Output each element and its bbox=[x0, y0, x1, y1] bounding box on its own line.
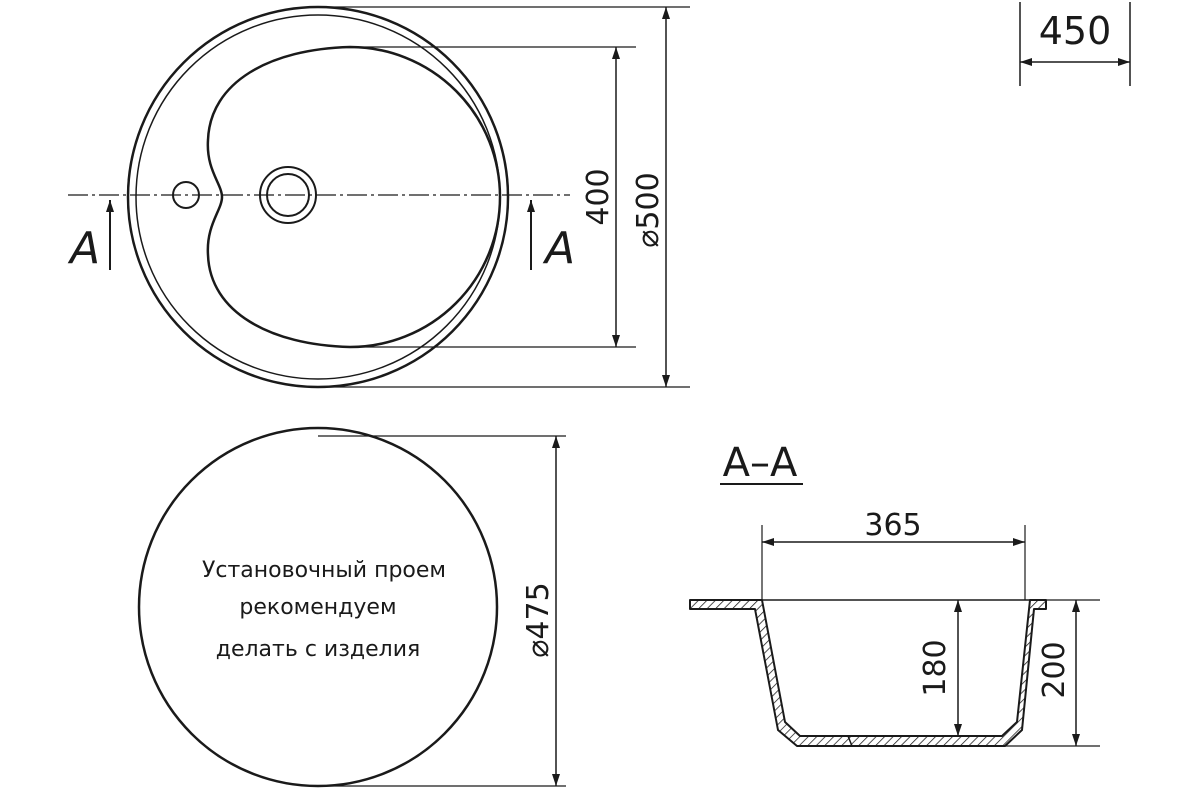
sink-section-profile bbox=[689, 599, 1047, 747]
cabinet-dimension-text: 450 bbox=[1039, 9, 1112, 53]
cutout-note-line-3: делать с изделия bbox=[216, 637, 421, 662]
cutout-dimension-text: ⌀475 bbox=[521, 582, 556, 657]
cutout-note-line-2: рекомендуем bbox=[239, 595, 396, 620]
section-mark-right: A bbox=[542, 223, 575, 274]
dimension-text-outer: ⌀500 bbox=[631, 172, 666, 247]
section-title: A–A bbox=[723, 440, 798, 486]
sink-outer-rim bbox=[126, 5, 510, 389]
dimension-text-bowl: 400 bbox=[581, 168, 616, 225]
section-mark-left: A bbox=[67, 223, 100, 274]
cutout-view: Установочный проем рекомендуем делать с … bbox=[137, 426, 566, 788]
section-width-text: 365 bbox=[864, 508, 921, 543]
drain-step-line bbox=[847, 735, 853, 747]
total-depth-text: 200 bbox=[1037, 641, 1072, 698]
section-view: A–A 365 180 200 bbox=[689, 440, 1100, 747]
top-view: A A 400 ⌀500 bbox=[67, 5, 690, 389]
cabinet-dimension: 450 bbox=[1019, 2, 1131, 86]
inner-depth-text: 180 bbox=[918, 639, 953, 696]
cutout-note-line-1: Установочный проем bbox=[202, 558, 446, 583]
sink-bowl-outline bbox=[206, 45, 502, 349]
sink-inner-rim bbox=[135, 14, 501, 380]
